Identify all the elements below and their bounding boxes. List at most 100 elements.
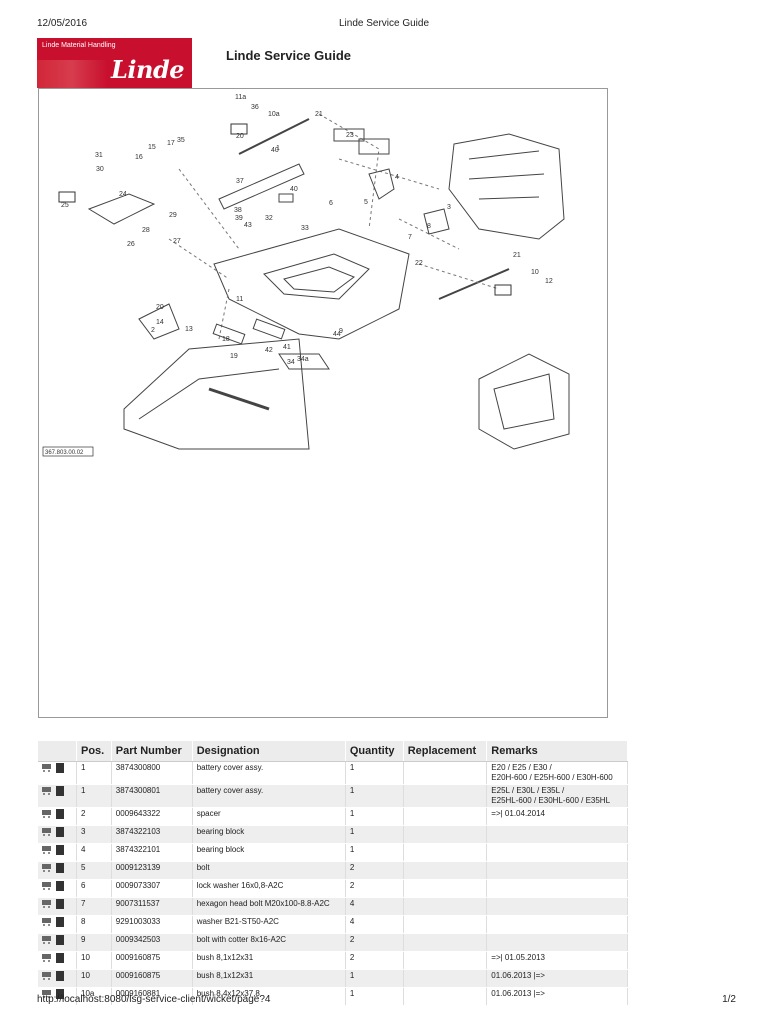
- cell-part-number: 0009073307: [111, 879, 193, 898]
- add-to-cart-icon[interactable]: [40, 971, 53, 981]
- cell-designation: battery cover assy.: [192, 784, 346, 808]
- chassis-frame: [448, 133, 565, 240]
- cell-replacement: [403, 807, 488, 826]
- row-actions: [38, 879, 77, 898]
- diagram-callout: 25: [61, 202, 69, 209]
- diagram-callout: 11: [236, 296, 243, 303]
- remark-line: E20 / E25 / E30 /: [491, 763, 552, 772]
- page-number: 1/2: [722, 994, 736, 1005]
- diagram-callout: 14: [156, 319, 164, 326]
- diagram-callout: 41: [283, 344, 291, 351]
- document-icon[interactable]: [56, 827, 64, 837]
- cell-pos: 1: [76, 784, 112, 808]
- print-title: Linde Service Guide: [338, 18, 430, 29]
- diagram-callout: 4: [395, 174, 399, 181]
- add-to-cart-icon[interactable]: [40, 863, 53, 873]
- remark-line: E25HL-600 / E30HL-600 / E35HL: [491, 796, 611, 805]
- cell-designation: washer B21-ST50-A2C: [192, 915, 346, 934]
- add-to-cart-icon[interactable]: [40, 935, 53, 945]
- add-to-cart-icon[interactable]: [40, 845, 53, 855]
- cell-replacement: [403, 915, 488, 934]
- document-icon[interactable]: [56, 845, 64, 855]
- diagram-callout: 44: [333, 331, 341, 338]
- page-url: http://localhost:8080/lsg-service-client…: [37, 994, 271, 1005]
- add-to-cart-icon[interactable]: [40, 881, 53, 891]
- diagram-callout: 20: [236, 133, 244, 140]
- cell-pos: 10: [76, 951, 112, 970]
- column-quantity: Quantity: [345, 741, 404, 762]
- add-to-cart-icon[interactable]: [40, 953, 53, 963]
- cell-designation: bolt with cotter 8x16-A2C: [192, 933, 346, 952]
- row-actions: [38, 969, 77, 988]
- cell-quantity: 2: [345, 861, 404, 880]
- add-to-cart-icon[interactable]: [40, 786, 53, 796]
- row-actions: [38, 761, 77, 785]
- diagram-callout: 27: [173, 238, 181, 245]
- document-icon[interactable]: [56, 899, 64, 909]
- cell-quantity: 1: [345, 969, 404, 988]
- cell-designation: battery cover assy.: [192, 761, 346, 785]
- document-icon[interactable]: [56, 953, 64, 963]
- diagram-callout: 20: [156, 304, 164, 311]
- diagram-callout: 26: [127, 241, 135, 248]
- document-icon[interactable]: [56, 971, 64, 981]
- add-to-cart-icon[interactable]: [40, 917, 53, 927]
- diagram-callout: 37: [236, 178, 244, 185]
- cell-pos: 2: [76, 807, 112, 826]
- document-icon[interactable]: [56, 763, 64, 773]
- diagram-callout: 28: [142, 227, 150, 234]
- logo-band: [37, 60, 107, 88]
- cell-part-number: 0009160875: [111, 969, 193, 988]
- diagram-callout: 23: [346, 132, 354, 139]
- add-to-cart-icon[interactable]: [40, 763, 53, 773]
- diagram-callout: 10a: [268, 111, 280, 118]
- cell-part-number: 3874300800: [111, 761, 193, 785]
- cell-quantity: 1: [345, 825, 404, 844]
- row-actions: [38, 987, 77, 1006]
- cell-replacement: [403, 987, 488, 1006]
- document-icon[interactable]: [56, 881, 64, 891]
- cell-remarks: 01.06.2013 |=>: [486, 987, 628, 1006]
- row-actions: [38, 933, 77, 952]
- forklift-outline: [478, 353, 570, 450]
- add-to-cart-icon[interactable]: [40, 809, 53, 819]
- diagram-callout: 33: [301, 225, 309, 232]
- document-icon[interactable]: [56, 786, 64, 796]
- diagram-callout: 16: [135, 154, 143, 161]
- cell-quantity: 1: [345, 784, 404, 808]
- diagram-callout: 13: [185, 326, 193, 333]
- document-icon[interactable]: [56, 917, 64, 927]
- diagram-callout: 3: [447, 204, 451, 211]
- column-pos: Pos.: [76, 741, 112, 762]
- add-to-cart-icon[interactable]: [40, 989, 53, 999]
- document-icon[interactable]: [56, 863, 64, 873]
- logo-wordmark: Linde: [111, 55, 185, 84]
- cell-designation: hexagon head bolt M20x100-8.8-A2C: [192, 897, 346, 916]
- diagram-callout: 1: [276, 145, 280, 152]
- cell-quantity: 4: [345, 897, 404, 916]
- cell-replacement: [403, 784, 488, 808]
- cell-remarks: [486, 933, 628, 952]
- column-designation: Designation: [192, 741, 346, 762]
- row-actions: [38, 951, 77, 970]
- add-to-cart-icon[interactable]: [40, 899, 53, 909]
- diagram-callout: 43: [244, 222, 252, 229]
- diagram-callout: 5: [364, 199, 368, 206]
- diagram-callout: 10: [531, 269, 539, 276]
- print-date: 12/05/2016: [37, 18, 88, 29]
- document-icon[interactable]: [56, 989, 64, 999]
- cover-window: [263, 253, 370, 300]
- diagram-callout: 6: [329, 200, 333, 207]
- document-icon[interactable]: [56, 809, 64, 819]
- add-to-cart-icon[interactable]: [40, 827, 53, 837]
- document-icon[interactable]: [56, 935, 64, 945]
- cell-remarks: [486, 861, 628, 880]
- diagram-callout: 19: [230, 353, 238, 360]
